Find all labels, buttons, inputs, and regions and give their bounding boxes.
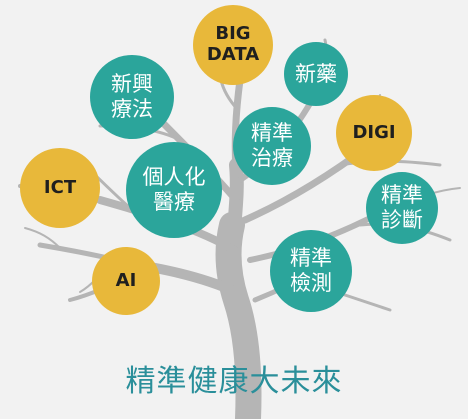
bubble-new-therapy-line-2: 療法 [111, 97, 153, 121]
bubble-precision-testing: 精準 檢測 [270, 230, 352, 312]
bubble-personalized-medicine-line-2: 醫療 [153, 190, 195, 214]
bubble-precision-diagnosis: 精準 診斷 [366, 172, 438, 244]
bubble-big-data-line-2: DATA [206, 44, 260, 65]
bubble-new-therapy: 新興 療法 [90, 55, 174, 139]
diagram-caption: 精準健康大未來 [125, 364, 343, 399]
bubble-new-drug-line-1: 新藥 [295, 61, 337, 86]
bubble-precision-testing-line-2: 檢測 [290, 271, 332, 295]
bubble-precision-treatment-line-1: 精準 [251, 121, 293, 146]
bubble-new-drug: 新藥 [284, 42, 348, 106]
bubble-new-therapy-line-1: 新興 [111, 72, 153, 97]
bubble-ai: AI [92, 247, 160, 315]
bubble-big-data: BIG DATA [193, 5, 273, 85]
bubble-digi: DIGI [336, 95, 412, 171]
bubble-personalized-medicine: 個人化 醫療 [126, 142, 222, 238]
bubble-precision-treatment: 精準 治療 [233, 107, 311, 185]
bubble-big-data-line-1: BIG [215, 23, 251, 45]
bubble-precision-treatment-line-2: 治療 [251, 146, 293, 170]
bubble-precision-diagnosis-line-1: 精準 [381, 183, 423, 208]
bubble-ict-line-1: ICT [43, 176, 77, 198]
bubble-precision-diagnosis-line-2: 診斷 [381, 208, 423, 232]
bubble-ict: ICT [20, 148, 100, 228]
bubble-digi-line-1: DIGI [352, 121, 396, 143]
bubble-precision-testing-line-1: 精準 [290, 246, 332, 271]
bubble-personalized-medicine-line-1: 個人化 [142, 165, 206, 190]
bubble-ai-line-1: AI [115, 269, 137, 291]
